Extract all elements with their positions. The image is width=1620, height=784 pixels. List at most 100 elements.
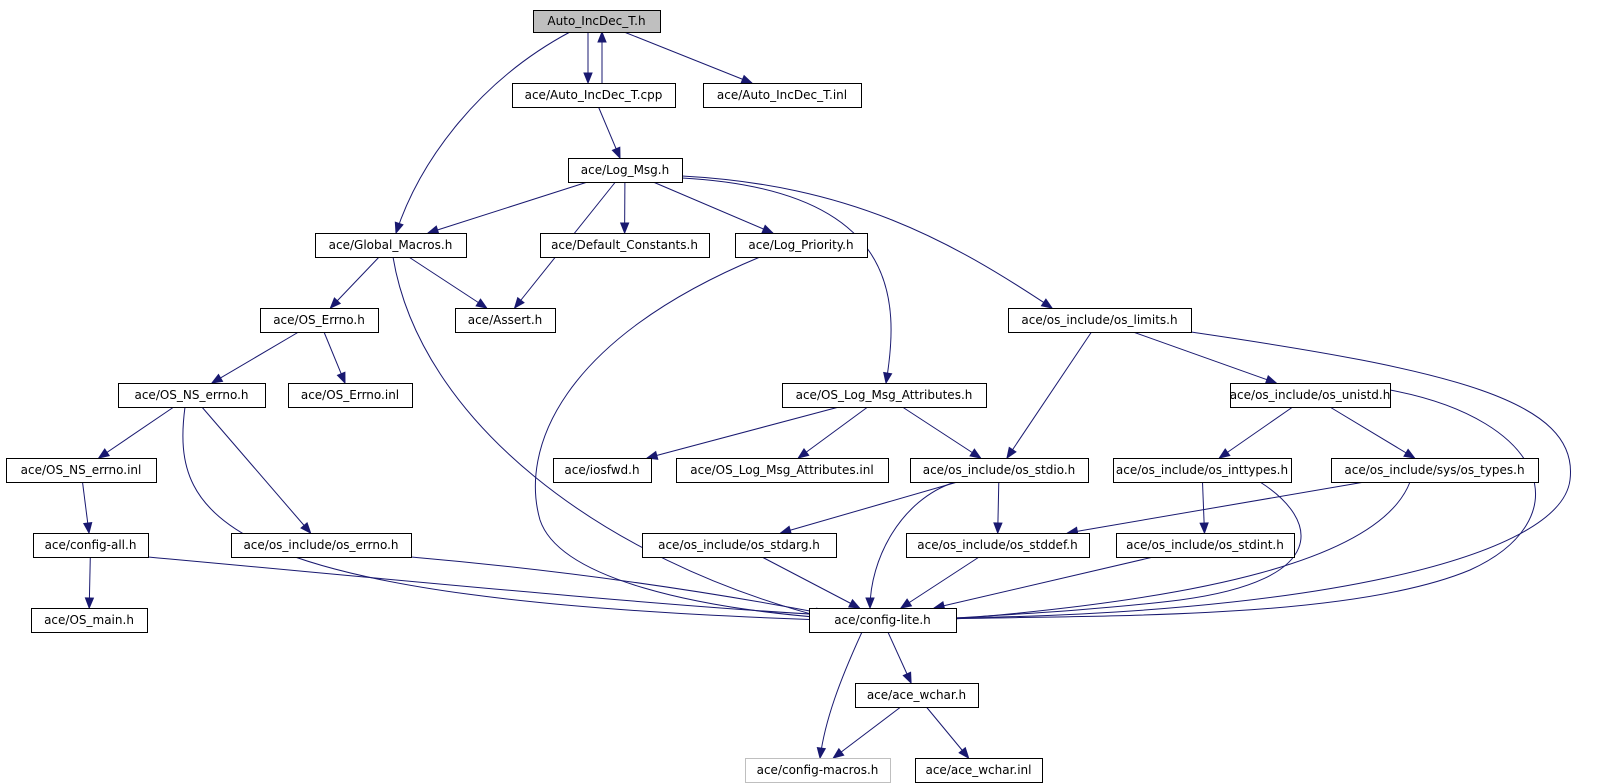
edge-line	[681, 175, 1053, 309]
node-label: ace/Auto_IncDec_T.inl	[717, 88, 847, 102]
node-oslimits[interactable]: ace/os_include/os_limits.h	[1008, 308, 1192, 333]
node-inl[interactable]: ace/Auto_IncDec_T.inl	[703, 83, 862, 108]
node-label: ace/Assert.h	[468, 313, 543, 327]
node-osnserrno[interactable]: ace/OS_NS_errno.h	[118, 383, 266, 408]
edge-line	[395, 31, 571, 234]
node-cpp[interactable]: ace/Auto_IncDec_T.cpp	[512, 83, 676, 108]
node-label: ace/Log_Priority.h	[748, 238, 853, 252]
node-box	[1331, 458, 1539, 483]
node-box	[455, 308, 556, 333]
node-ossystypes[interactable]: ace/os_include/sys/os_types.h	[1331, 458, 1539, 483]
node-oslogattrinl[interactable]: ace/OS_Log_Msg_Attributes.inl	[676, 458, 889, 483]
arrowhead	[883, 371, 893, 385]
edge-line	[1006, 331, 1092, 459]
nodes-layer: Auto_IncDec_T.h ace/Auto_IncDec_T.cpp ace/…	[6, 10, 1539, 783]
arrowhead	[899, 598, 913, 609]
edge-line	[1067, 481, 1365, 534]
arrowhead	[1403, 448, 1416, 459]
edge-oslogattr-to-osstdio	[902, 406, 982, 459]
arrowhead	[816, 746, 827, 760]
node-osstdarg[interactable]: ace/os_include/os_stdarg.h	[642, 533, 837, 558]
edge-osunistd-to-osinttypes	[1218, 406, 1293, 459]
edge-logmsg-to-oslimits	[681, 175, 1054, 309]
node-osstdio[interactable]: ace/os_include/os_stdio.h	[910, 458, 1089, 483]
node-box	[855, 683, 979, 708]
node-osstdint[interactable]: ace/os_include/os_stdint.h	[1116, 533, 1295, 558]
edge-root-to-globalmacros	[394, 31, 571, 235]
node-box	[33, 533, 149, 558]
edge-logmsg-to-defconst	[619, 181, 630, 235]
node-box	[553, 458, 652, 483]
node-label: Auto_IncDec_T.h	[547, 14, 645, 28]
edge-oslimits-to-osunistd	[1133, 331, 1278, 384]
edge-line	[98, 406, 175, 459]
node-box	[568, 158, 683, 183]
arrowhead	[84, 597, 95, 610]
edges-layer	[82, 30, 1571, 760]
edge-osstdarg-to-configlite	[761, 556, 861, 609]
edge-line	[933, 556, 1154, 609]
node-label: ace/Log_Msg.h	[581, 163, 669, 177]
node-box	[31, 608, 148, 633]
node-label: ace/config-macros.h	[757, 763, 879, 777]
edge-line	[1133, 331, 1277, 384]
node-logprio[interactable]: ace/Log_Priority.h	[735, 233, 868, 258]
edge-line	[819, 631, 863, 759]
node-osinttypes[interactable]: ace/os_include/os_inttypes.h	[1113, 458, 1292, 483]
node-logmsg[interactable]: ace/Log_Msg.h	[568, 158, 683, 183]
node-box	[703, 83, 862, 108]
edge-line	[182, 406, 827, 621]
node-acewcharinl[interactable]: ace/ace_wchar.inl	[915, 758, 1043, 783]
edge-oslogattr-to-iosfwd	[645, 406, 840, 460]
arrowhead	[1006, 446, 1017, 460]
node-box	[1230, 383, 1391, 408]
arrowhead	[619, 222, 630, 235]
edge-configall-to-osmain	[84, 556, 95, 610]
node-globalmacros[interactable]: ace/Global_Macros.h	[315, 233, 467, 258]
node-label: ace/OS_NS_errno.h	[134, 388, 248, 402]
edge-osnserrno-to-configlite	[182, 406, 828, 625]
node-oserrnoinl[interactable]: ace/OS_Errno.inl	[288, 383, 413, 408]
edge-line	[939, 331, 1571, 619]
node-configall[interactable]: ace/config-all.h	[33, 533, 149, 558]
node-osmain[interactable]: ace/OS_main.h	[31, 608, 148, 633]
arrowhead	[832, 747, 845, 759]
edge-oserrno-to-osnserrno	[210, 331, 299, 384]
edge-globalmacros-to-assert	[408, 256, 488, 309]
edge-line	[939, 389, 1536, 620]
edge-logmsg-to-globalmacros	[426, 181, 588, 235]
node-acewchar[interactable]: ace/ace_wchar.h	[855, 683, 979, 708]
node-root[interactable]: Auto_IncDec_T.h	[533, 10, 661, 33]
node-osstddef[interactable]: ace/os_include/os_stddef.h	[906, 533, 1090, 558]
node-oslogattr[interactable]: ace/OS_Log_Msg_Attributes.h	[782, 383, 987, 408]
edge-line	[832, 706, 902, 759]
node-defconst[interactable]: ace/Default_Constants.h	[540, 233, 710, 258]
node-configmacros[interactable]: ace/config-macros.h	[745, 758, 891, 783]
node-osunistd[interactable]: ace/os_include/os_unistd.h	[1230, 383, 1391, 408]
edge-line	[939, 481, 1302, 620]
arrowhead	[475, 298, 488, 309]
node-label: ace/OS_main.h	[44, 613, 134, 627]
node-label: ace/os_include/os_stddef.h	[917, 538, 1077, 552]
edge-line	[534, 256, 827, 619]
node-osnserrnoinl[interactable]: ace/OS_NS_errno.inl	[6, 458, 157, 483]
arrowhead	[645, 450, 659, 460]
node-box	[6, 458, 157, 483]
node-iosfwd[interactable]: ace/iosfwd.h	[553, 458, 652, 483]
arrowhead	[847, 598, 861, 609]
arrowhead	[82, 521, 93, 535]
edge-root-to-cpp	[583, 32, 593, 85]
edge-ossystypes-to-osstddef	[1066, 481, 1365, 536]
node-oserrnoh[interactable]: ace/os_include/os_errno.h	[231, 533, 412, 558]
edge-logmsg-to-oslogattr	[681, 177, 893, 385]
edge-root-to-inl	[623, 31, 754, 84]
arrowhead	[210, 373, 224, 384]
edge-configlite-to-acewchar	[887, 631, 912, 685]
node-label: ace/ace_wchar.inl	[925, 763, 1031, 777]
node-configlite[interactable]: ace/config-lite.h	[809, 608, 957, 633]
node-oserrno[interactable]: ace/OS_Errno.h	[260, 308, 379, 333]
edge-line	[147, 556, 827, 616]
edge-osstdio-to-configlite	[865, 481, 956, 610]
node-box	[809, 608, 957, 633]
node-assert[interactable]: ace/Assert.h	[455, 308, 556, 333]
